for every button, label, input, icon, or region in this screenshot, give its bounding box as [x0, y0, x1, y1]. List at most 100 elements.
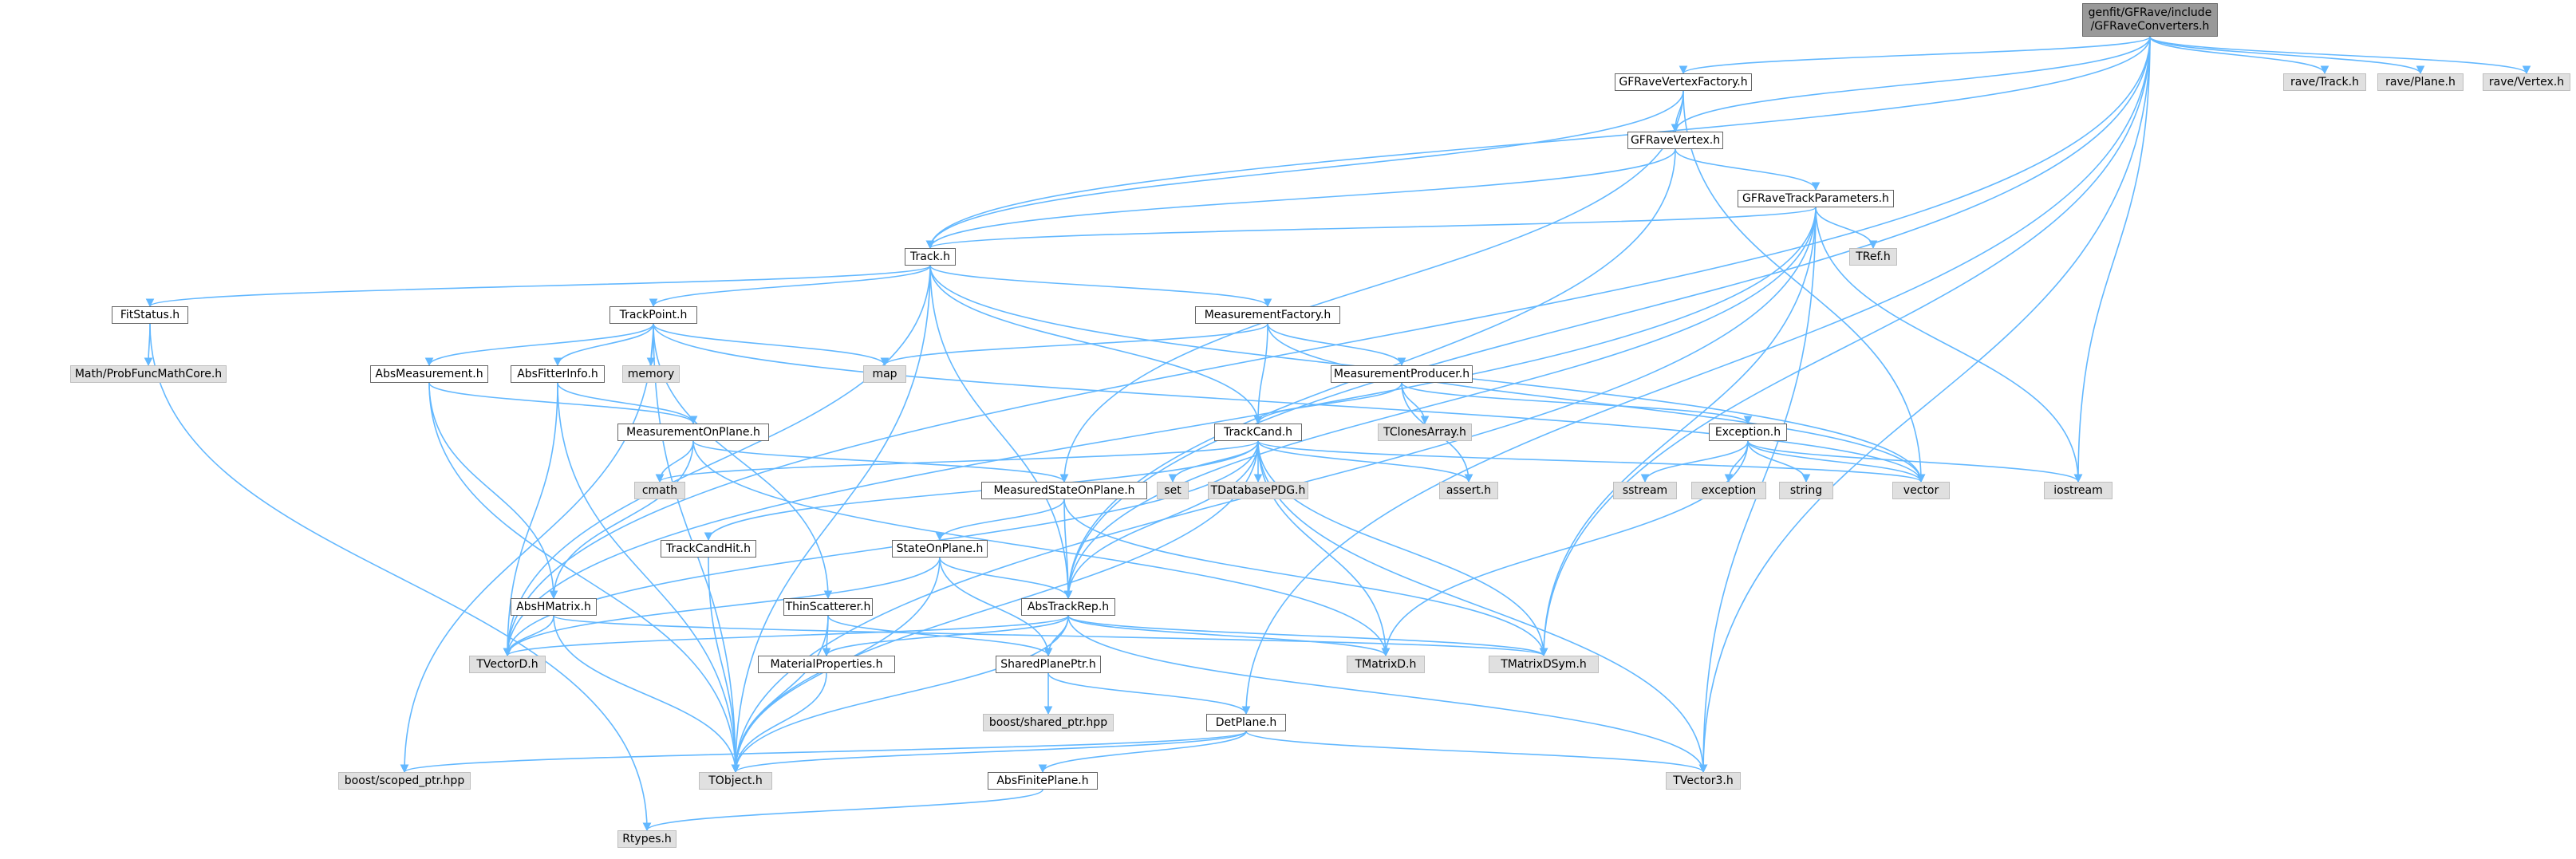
- edge-arrowhead: [400, 764, 409, 774]
- node-tclones[interactable]: TClonesArray.h: [1378, 424, 1472, 441]
- node-measfactory[interactable]: MeasurementFactory.h: [1195, 306, 1340, 324]
- node-sstream[interactable]: sstream: [1613, 482, 1677, 499]
- node-root[interactable]: genfit/GFRave/include/GFRaveConverters.h: [2082, 3, 2218, 37]
- node-absfinite[interactable]: AbsFinitePlane.h: [988, 772, 1098, 790]
- edge-arrowhead: [1420, 416, 1430, 425]
- node-gfrvf[interactable]: GFRaveVertexFactory.h: [1615, 73, 1752, 91]
- node-iostream[interactable]: iostream: [2044, 482, 2112, 499]
- edge-arrowhead: [822, 648, 831, 657]
- node-raveplane[interactable]: rave/Plane.h: [2377, 73, 2464, 91]
- node-track[interactable]: Track.h: [905, 248, 956, 266]
- edge-arrowhead: [1916, 474, 1926, 483]
- edge-root-to-tvector3: [1702, 36, 2151, 773]
- node-ravetrack[interactable]: rave/Track.h: [2283, 73, 2366, 91]
- edge-arrowhead: [2073, 474, 2083, 483]
- node-absfitter[interactable]: AbsFitterInfo.h: [511, 365, 605, 383]
- node-gfrtp[interactable]: GFRaveTrackParameters.h: [1738, 190, 1894, 207]
- node-trackpoint[interactable]: TrackPoint.h: [609, 306, 697, 324]
- node-tobject[interactable]: TObject.h: [699, 772, 772, 790]
- edge-arrowhead: [649, 298, 658, 308]
- edge-exception-to-iostream: [1747, 440, 2079, 483]
- node-boostscoped[interactable]: boost/scoped_ptr.hpp: [338, 772, 471, 790]
- edge-root-to-ravetrack: [2149, 36, 2326, 74]
- node-measonplane[interactable]: MeasurementOnPlane.h: [617, 424, 769, 441]
- edge-measstate-to-abstrackrep: [1063, 498, 1069, 599]
- node-map[interactable]: map: [863, 365, 906, 383]
- node-rtypes[interactable]: Rtypes.h: [617, 830, 677, 848]
- node-stateonplane[interactable]: StateOnPlane.h: [892, 540, 988, 558]
- node-tmatrixdsym[interactable]: TMatrixDSym.h: [1489, 656, 1599, 673]
- edge-arrowhead: [1698, 764, 1708, 774]
- edge-arrowhead: [655, 474, 665, 483]
- edge-gfrtp-to-iostream: [1815, 207, 2079, 483]
- node-abshmatrix[interactable]: AbsHMatrix.h: [511, 598, 597, 616]
- edge-gfrvf-to-measstate: [1063, 90, 1684, 483]
- edge-trackcand-to-vector: [1257, 440, 1922, 483]
- node-detplane[interactable]: DetPlane.h: [1206, 714, 1286, 731]
- edge-arrowhead: [1381, 648, 1391, 657]
- node-abstrackrep[interactable]: AbsTrackRep.h: [1021, 598, 1115, 616]
- edge-arrowhead: [503, 648, 512, 657]
- edge-root-to-ravevertex: [2149, 36, 2527, 74]
- edge-trackcand-to-abstrackrep: [1067, 440, 1259, 599]
- node-measstate[interactable]: MeasuredStateOnPlane.h: [981, 482, 1147, 499]
- node-exception[interactable]: Exception.h: [1709, 424, 1787, 441]
- node-vector[interactable]: vector: [1892, 482, 1950, 499]
- node-ravevertex[interactable]: rave/Vertex.h: [2483, 73, 2570, 91]
- edge-arrowhead: [2320, 65, 2329, 75]
- edge-measstate-to-stateonplane: [939, 498, 1065, 541]
- edge-arrowhead: [144, 357, 153, 367]
- edge-abshmatrix-to-tmatrixdsym: [553, 615, 1544, 656]
- node-boostshared[interactable]: boost/shared_ptr.hpp: [983, 714, 1114, 731]
- edge-arrowhead: [549, 590, 558, 600]
- edge-stateonplane-to-tvectord: [507, 557, 941, 656]
- edge-absfinite-to-rtypes: [646, 789, 1043, 831]
- edge-absmeas-to-tobject: [428, 382, 736, 773]
- edge-detplane-to-boostscoped: [404, 731, 1247, 773]
- node-tvector3[interactable]: TVector3.h: [1666, 772, 1741, 790]
- edge-measproducer-to-exception: [1401, 382, 1749, 424]
- edge-track-to-trackpoint: [653, 265, 931, 307]
- node-mathprob[interactable]: Math/ProbFuncMathCore.h: [70, 365, 227, 383]
- node-cmath[interactable]: cmath: [634, 482, 685, 499]
- node-assert[interactable]: assert.h: [1439, 482, 1498, 499]
- edge-root-to-raveplane: [2149, 36, 2421, 74]
- edge-gfrvf-to-track: [929, 90, 1684, 249]
- edge-arrowhead: [1038, 764, 1047, 774]
- node-trackcandhit[interactable]: TrackCandHit.h: [661, 540, 756, 558]
- node-gfrv[interactable]: GFRaveVertex.h: [1627, 132, 1723, 149]
- edge-root-to-tmatrixdsym: [1543, 36, 2151, 656]
- edge-arrowhead: [1043, 706, 1053, 715]
- edge-abstrackrep-to-tvectord: [507, 615, 1069, 656]
- node-sharedplane[interactable]: SharedPlanePtr.h: [996, 656, 1101, 673]
- edge-arrowhead: [1063, 590, 1073, 600]
- node-tdbpdg[interactable]: TDatabasePDG.h: [1208, 482, 1308, 499]
- node-absmeas[interactable]: AbsMeasurement.h: [370, 365, 488, 383]
- node-string[interactable]: string: [1779, 482, 1833, 499]
- node-tvectord[interactable]: TVectorD.h: [469, 656, 546, 673]
- node-tmatrixd[interactable]: TMatrixD.h: [1347, 656, 1425, 673]
- edge-gfrtp-to-tmatrixdsym: [1543, 207, 1817, 656]
- node-exceptionstd[interactable]: exception: [1691, 482, 1766, 499]
- edge-arrowhead: [2522, 65, 2531, 75]
- node-fitstatus[interactable]: FitStatus.h: [112, 306, 188, 324]
- edge-trackcand-to-tmatrixdsym: [1257, 440, 1544, 656]
- edge-stateonplane-to-sharedplane: [939, 557, 1049, 656]
- edge-measonplane-to-measstate: [692, 440, 1065, 483]
- node-trackcand[interactable]: TrackCand.h: [1214, 424, 1302, 441]
- node-matprops[interactable]: MaterialProperties.h: [758, 656, 895, 673]
- node-tref[interactable]: TRef.h: [1849, 248, 1897, 266]
- edge-arrowhead: [2416, 65, 2425, 75]
- node-set[interactable]: set: [1157, 482, 1189, 499]
- edge-detplane-to-tobject: [735, 731, 1247, 773]
- edge-abstrackrep-to-tmatrixd: [1067, 615, 1387, 656]
- node-measproducer[interactable]: MeasurementProducer.h: [1331, 365, 1473, 383]
- node-thinscatterer[interactable]: ThinScatterer.h: [783, 598, 873, 616]
- edge-arrowhead: [1743, 416, 1753, 425]
- edge-gfrtp-to-track: [929, 207, 1817, 249]
- edge-arrowhead: [880, 357, 890, 367]
- edge-arrowhead: [1263, 298, 1272, 308]
- node-memory[interactable]: memory: [622, 365, 680, 383]
- edge-absfitter-to-tobject: [557, 382, 736, 773]
